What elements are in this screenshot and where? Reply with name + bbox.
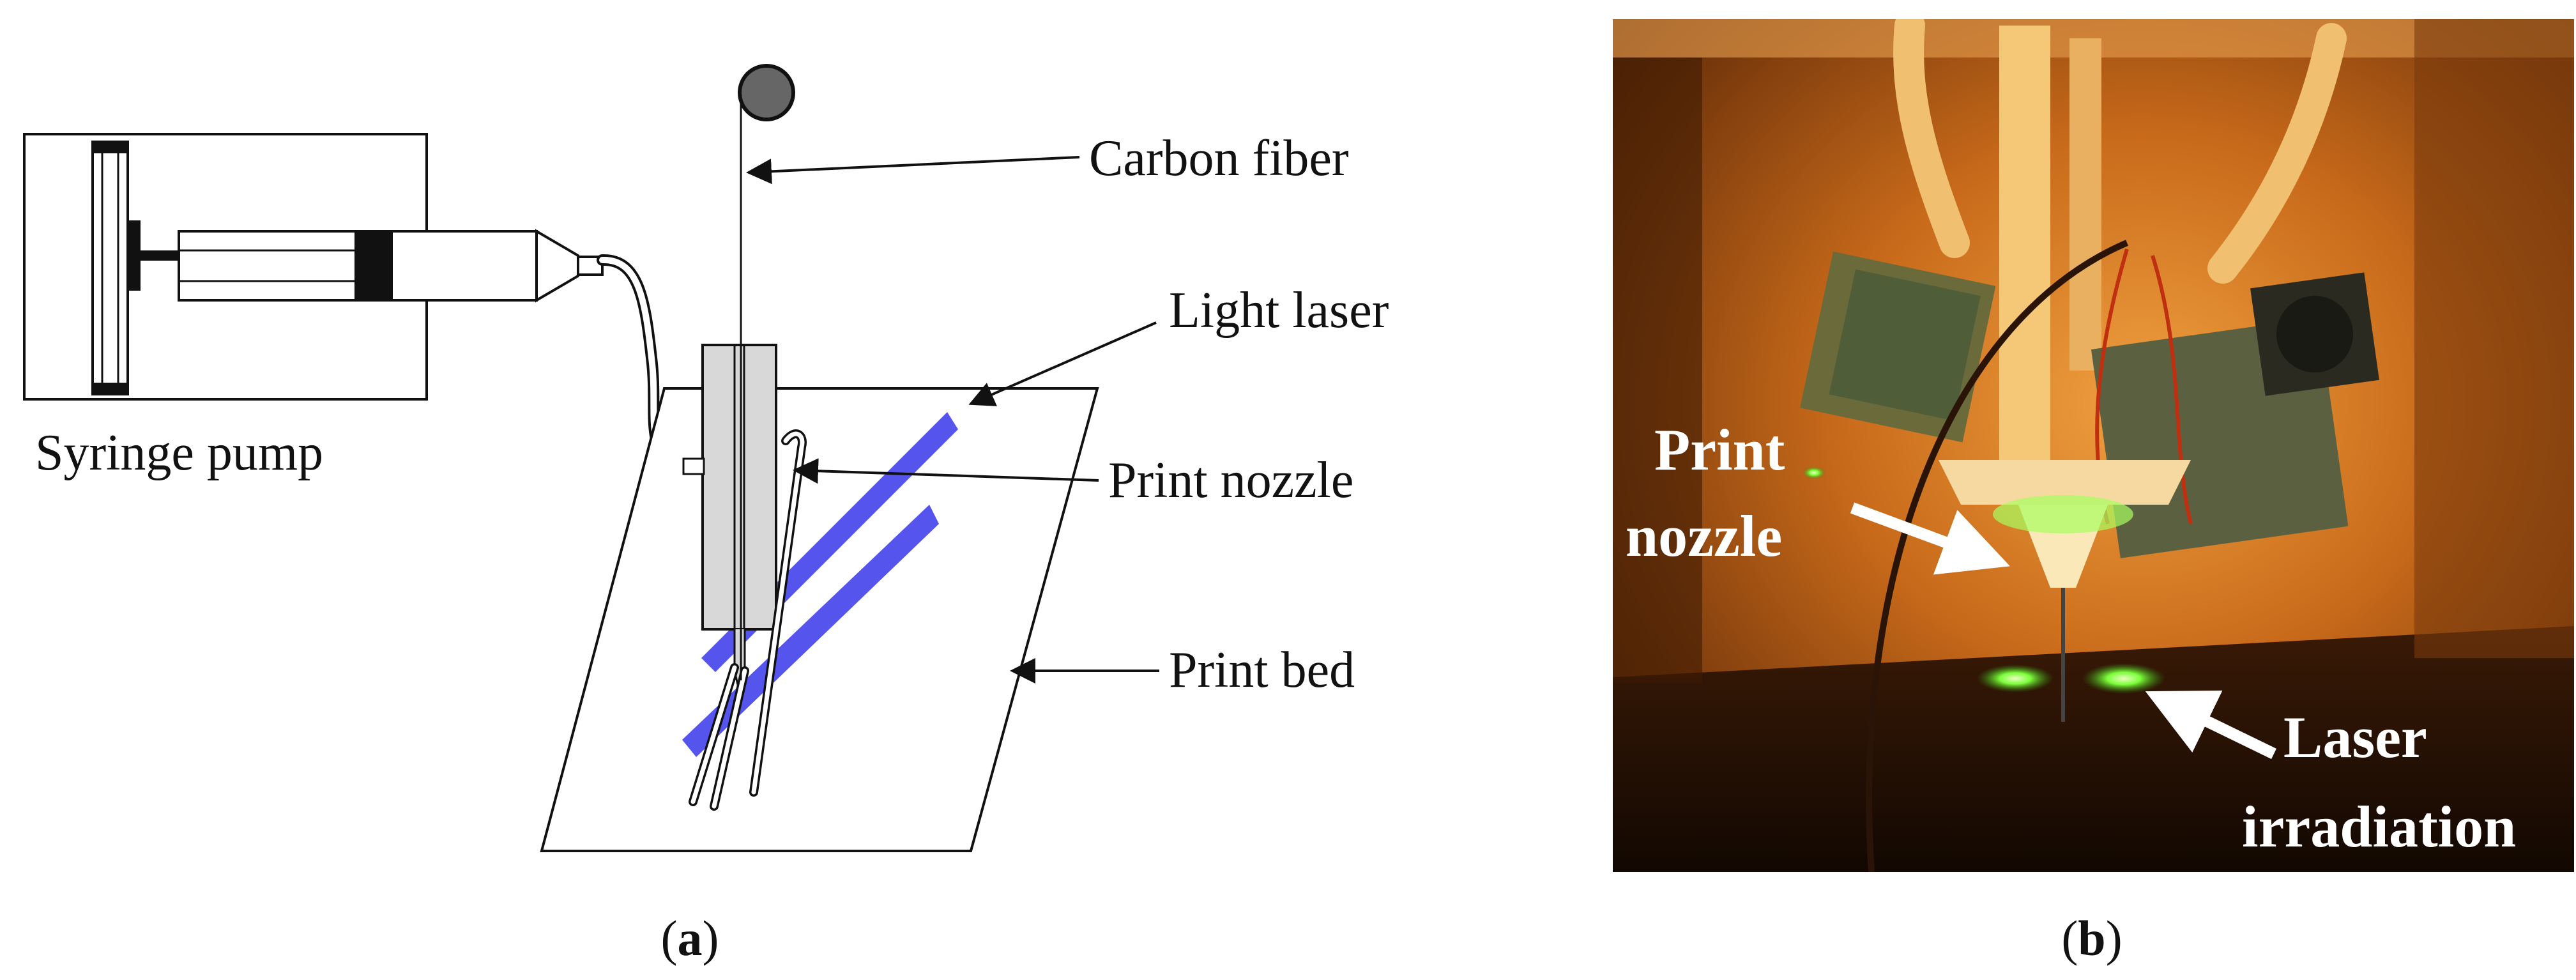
arrow-light-laser bbox=[968, 321, 1157, 406]
photo bbox=[1613, 19, 2574, 872]
panel-b-photo: Print nozzle Laser irradiation (b) bbox=[1613, 19, 2574, 966]
arrow-print-nozzle bbox=[793, 458, 1099, 484]
caption-a-letter: a bbox=[678, 910, 703, 966]
photo-label-laser: Laser bbox=[2283, 705, 2427, 770]
label-carbon-fiber: Carbon fiber bbox=[1089, 130, 1349, 187]
arrow-carbon-fiber bbox=[746, 156, 1080, 185]
label-syringe-pump: Syringe pump bbox=[35, 425, 323, 481]
photo-arrow-nozzle bbox=[1850, 502, 2010, 575]
laser-spot-2 bbox=[2082, 663, 2165, 694]
label-print-nozzle: Print nozzle bbox=[1108, 452, 1353, 509]
label-print-bed: Print bed bbox=[1169, 642, 1355, 698]
laser-beam-2 bbox=[682, 505, 939, 757]
syringe-pump bbox=[23, 133, 604, 401]
photo-arrow-laser bbox=[2145, 690, 2276, 760]
fiber-spool bbox=[738, 64, 795, 121]
photo-label-irradiation: irradiation bbox=[2242, 794, 2516, 859]
photo-label-nozzle: nozzle bbox=[1626, 503, 1782, 569]
caption-a: (a) bbox=[661, 910, 719, 966]
label-light-laser: Light laser bbox=[1169, 282, 1389, 339]
caption-b: (b) bbox=[2061, 910, 2122, 966]
caption-b-letter: b bbox=[2078, 910, 2105, 966]
panel-a-schematic: Carbon fiber Light laser Print nozzle Pr… bbox=[23, 64, 1389, 966]
print-nozzle-assembly bbox=[682, 344, 807, 811]
photo-label-print: Print bbox=[1654, 417, 1785, 482]
laser-spot-1 bbox=[1977, 664, 2054, 693]
